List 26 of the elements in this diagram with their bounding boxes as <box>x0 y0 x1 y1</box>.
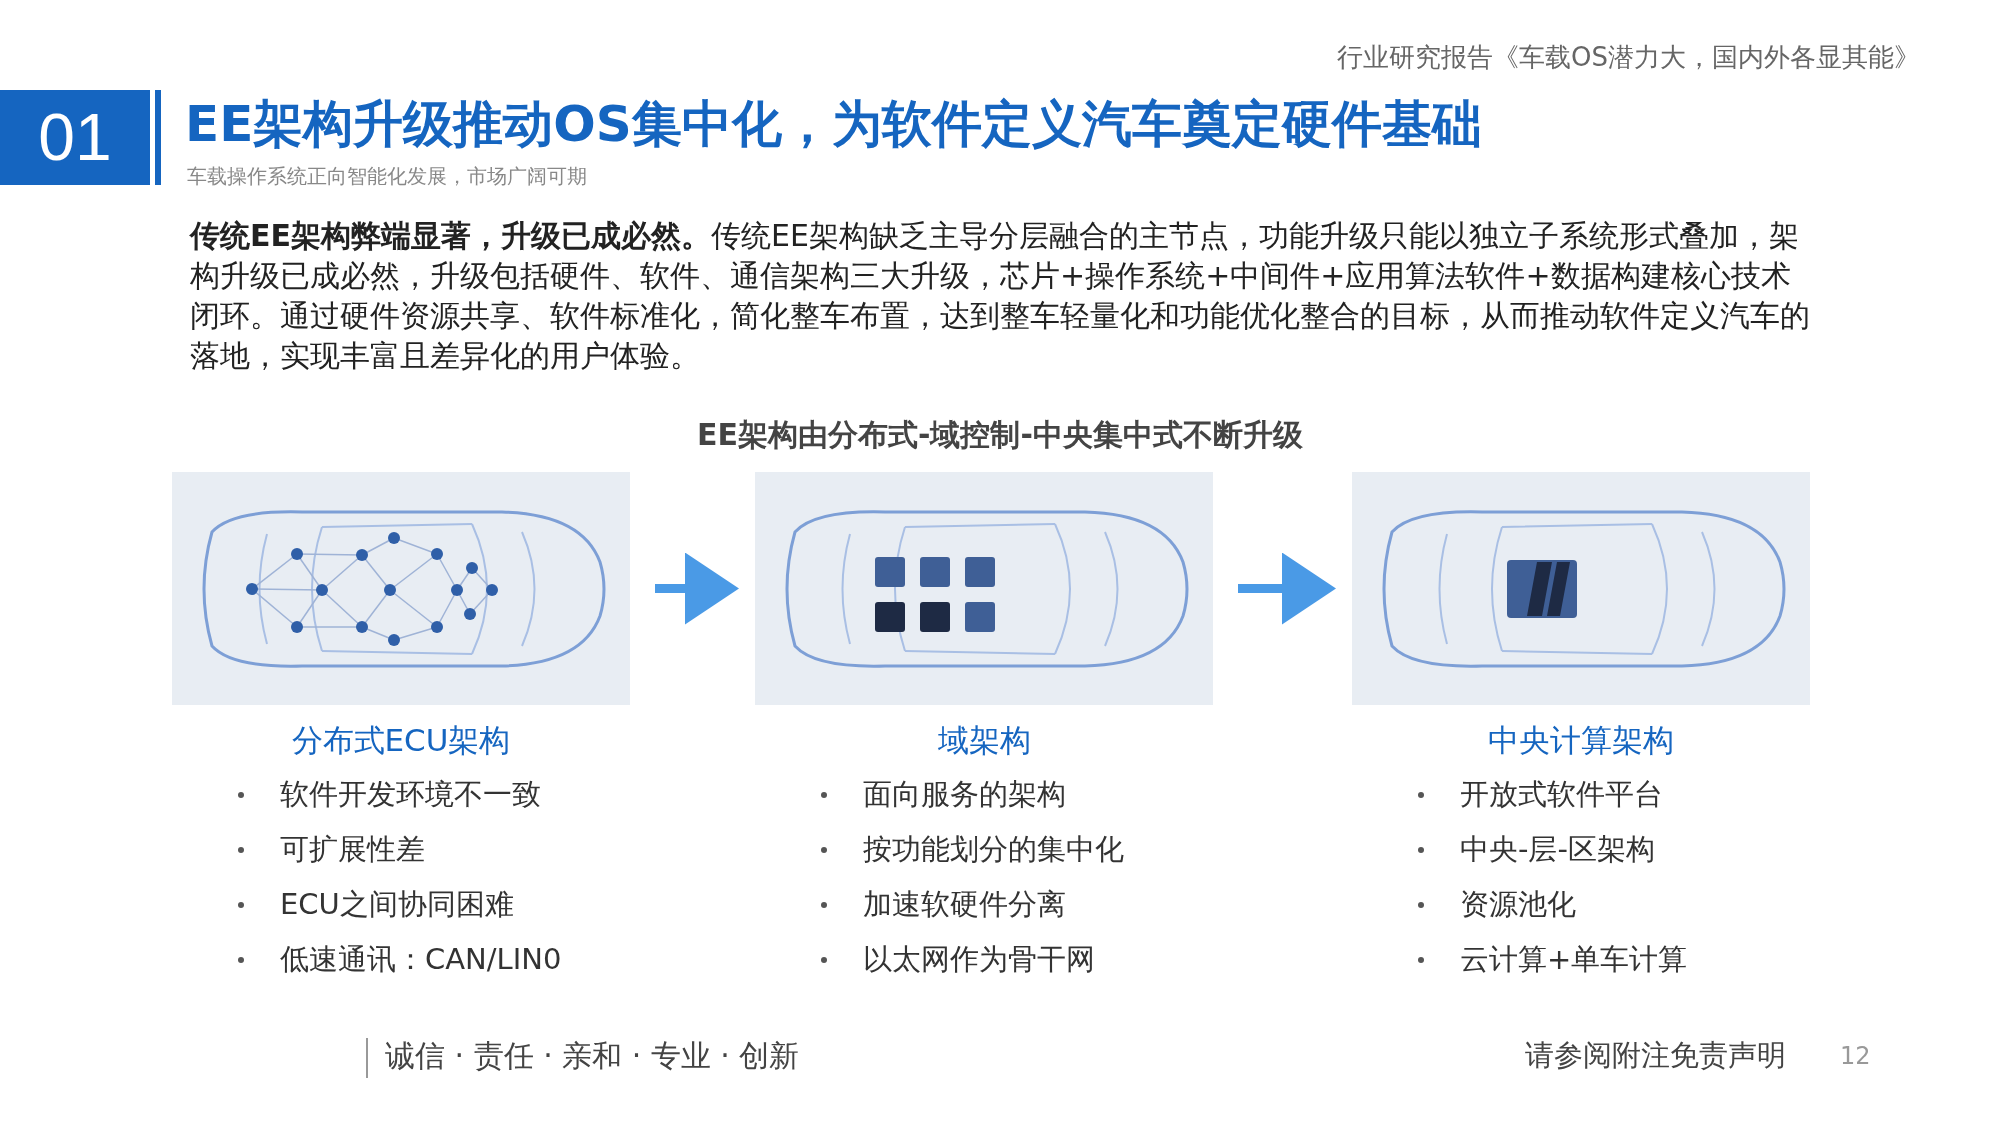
bullet-item: ECU之间协同困难 <box>234 884 562 939</box>
bullet-item: 中央-层-区架构 <box>1414 829 1688 884</box>
bullet-item: 加速软硬件分离 <box>817 884 1124 939</box>
page-number: 12 <box>1840 1042 1871 1070</box>
bullet-item: 以太网作为骨干网 <box>817 939 1124 994</box>
arrow <box>655 552 739 625</box>
column-heading: 分布式ECU架构 <box>291 722 511 758</box>
chart-title: EE架构由分布式-域控制-中央集中式不断升级 <box>697 417 1303 452</box>
bullet-item: 按功能划分的集中化 <box>817 829 1124 884</box>
column-heading: 域架构 <box>937 722 1031 758</box>
disclaimer: 请参阅附注免责声明 <box>1525 1037 1786 1074</box>
bullet-item: 可扩展性差 <box>234 829 562 884</box>
slide-title: EE架构升级推动OS集中化，为软件定义汽车奠定硬件基础 <box>185 94 1482 155</box>
slogan: 诚信 · 责任 · 亲和 · 专业 · 创新 <box>385 1037 800 1075</box>
bullet-item: 开放式软件平台 <box>1414 774 1688 829</box>
body-paragraph: 传统EE架构弊端显著，升级已成必然。传统EE架构缺乏主导分层融合的主节点，功能升级只能以独立子系统形式叠加，架构升级已成必然，升级包括硬件、软件、通信架构三大升级，芯片+操作系统+中间件+应用算法软件+数据构建核心技术闭环。通过硬件资源共享、软件标准化，简化整车布置，达到整车轻量化和功能优化整合的目标，从而推动软件定义汽车的落地，实现丰富且差异化的用户体验。 <box>190 217 1811 375</box>
arrow <box>1238 552 1336 625</box>
bullet-item: 云计算+单车计算 <box>1414 939 1688 994</box>
section-number: 01 <box>0 90 150 185</box>
subtitle: 车载操作系统正向智能化发展，市场广阔可期 <box>187 163 587 190</box>
bullet-item: 面向服务的架构 <box>817 774 1124 829</box>
report-title: 行业研究报告《车载OS潜力大，国内外各显其能》 <box>1337 41 1920 74</box>
column-heading: 中央计算架构 <box>1488 722 1674 758</box>
bullet-item: 软件开发环境不一致 <box>234 774 562 829</box>
bullet-item: 低速通讯：CAN/LIN0 <box>234 939 562 994</box>
bullet-item: 资源池化 <box>1414 884 1688 939</box>
